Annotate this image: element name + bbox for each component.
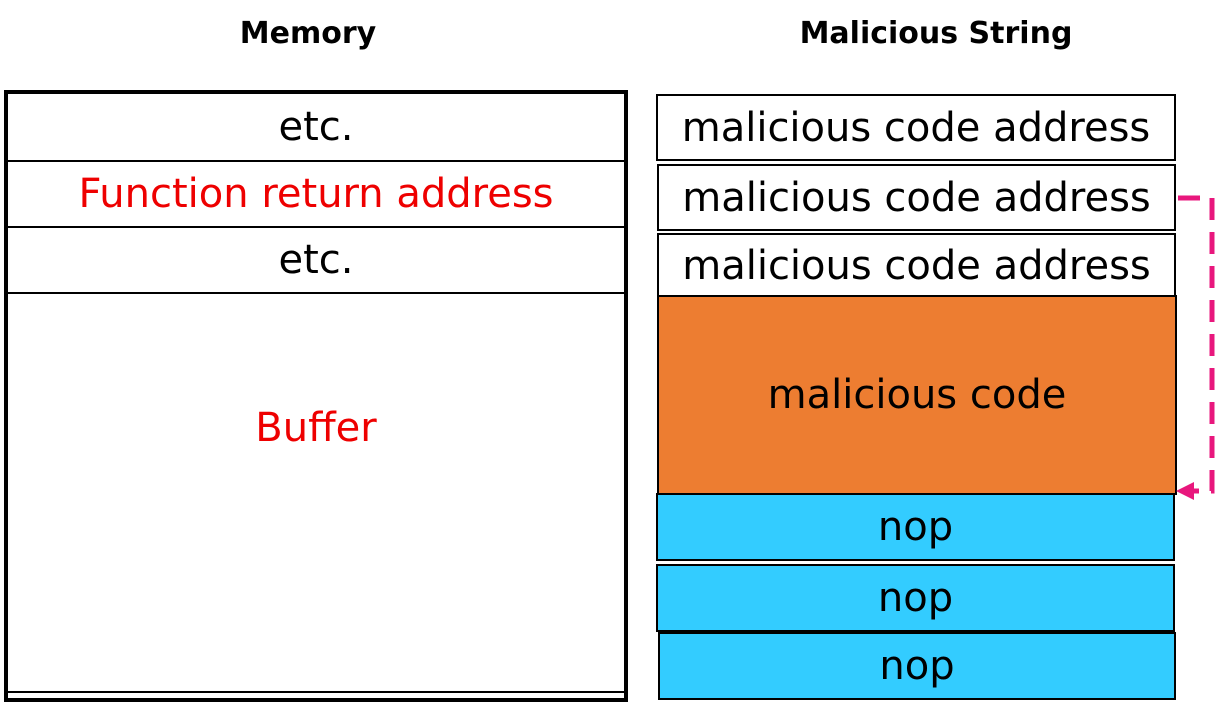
memory-row-buffer: Buffer xyxy=(255,405,377,451)
nop-block-2: nop xyxy=(656,564,1175,632)
jump-arrow-line xyxy=(1178,195,1215,494)
memory-stack: etc. Function return address etc. Buffer xyxy=(4,90,628,702)
jump-arrow-head xyxy=(1176,482,1194,500)
nop-block-3: nop xyxy=(658,632,1176,700)
memory-row-etc-top: etc. xyxy=(8,94,624,162)
malicious-code-address-block-2: malicious code address xyxy=(657,164,1176,231)
memory-row-return-address: Function return address xyxy=(8,162,624,228)
malicious-code-address-block-3: malicious code address xyxy=(657,233,1176,297)
nop-block-1: nop xyxy=(656,493,1175,561)
malicious-string-title: Malicious String xyxy=(799,16,1073,51)
memory-title: Memory xyxy=(239,16,377,51)
memory-row-etc-middle: etc. xyxy=(8,228,624,294)
malicious-code-block: malicious code xyxy=(657,295,1177,495)
malicious-code-address-block-1: malicious code address xyxy=(656,94,1176,161)
memory-bottom-divider xyxy=(8,691,624,693)
